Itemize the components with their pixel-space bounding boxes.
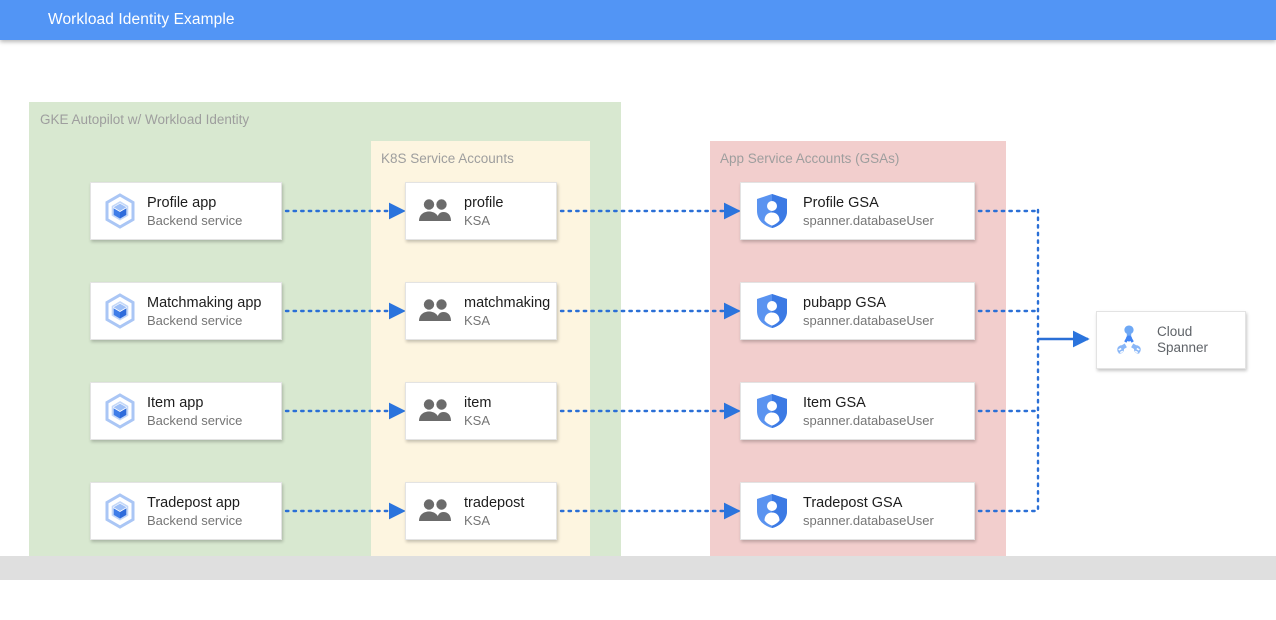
card-title: Item app — [147, 394, 204, 411]
card-app-profile-text: Profile app Backend service — [147, 194, 242, 229]
card-title-line2: Spanner — [1157, 340, 1209, 355]
page-title: Workload Identity Example — [48, 11, 235, 28]
shield-person-icon — [753, 292, 791, 330]
card-ksa-matchmaking[interactable]: matchmaking KSA — [405, 282, 557, 340]
card-app-matchmaking-text: Matchmaking app Backend service — [147, 294, 261, 329]
card-subtitle: KSA — [464, 512, 491, 528]
card-gsa-item-text: Item GSA spanner.databaseUser — [803, 394, 934, 429]
people-icon — [416, 492, 454, 530]
card-subtitle: Backend service — [147, 312, 243, 328]
card-subtitle: spanner.databaseUser — [803, 312, 934, 328]
card-cloud-spanner[interactable]: Cloud Spanner — [1096, 311, 1246, 369]
cloud-spanner-icon — [1109, 320, 1149, 360]
card-ksa-matchmaking-text: matchmaking KSA — [464, 294, 550, 329]
group-app-service-accounts-label: App Service Accounts (GSAs) — [720, 151, 900, 166]
diagram-canvas: GKE Autopilot w/ Workload Identity K8S S… — [0, 40, 1276, 578]
group-gke-autopilot-label: GKE Autopilot w/ Workload Identity — [40, 112, 250, 127]
card-title: item — [464, 394, 492, 411]
card-subtitle: KSA — [464, 412, 491, 428]
people-icon — [416, 392, 454, 430]
card-cloud-spanner-text: Cloud Spanner — [1157, 324, 1208, 356]
card-gsa-item[interactable]: Item GSA spanner.databaseUser — [740, 382, 975, 440]
card-ksa-profile-text: profile KSA — [464, 194, 504, 229]
gke-cube-icon — [99, 390, 141, 432]
card-gsa-tradepost[interactable]: Tradepost GSA spanner.databaseUser — [740, 482, 975, 540]
card-title: Matchmaking app — [147, 294, 262, 311]
card-title: Item GSA — [803, 394, 866, 411]
card-gsa-profile-text: Profile GSA spanner.databaseUser — [803, 194, 934, 229]
card-subtitle: KSA — [464, 312, 491, 328]
card-title: Profile app — [147, 194, 217, 211]
card-title: matchmaking — [464, 294, 551, 311]
card-title: tradepost — [464, 494, 525, 511]
footer-bar — [0, 556, 1276, 580]
card-subtitle: Backend service — [147, 412, 243, 428]
card-app-tradepost[interactable]: Tradepost app Backend service — [90, 482, 282, 540]
shield-person-icon — [753, 192, 791, 230]
card-app-tradepost-text: Tradepost app Backend service — [147, 494, 242, 529]
card-subtitle: spanner.databaseUser — [803, 412, 934, 428]
card-gsa-tradepost-text: Tradepost GSA spanner.databaseUser — [803, 494, 934, 529]
card-subtitle: Backend service — [147, 212, 243, 228]
card-ksa-profile[interactable]: profile KSA — [405, 182, 557, 240]
card-app-item-text: Item app Backend service — [147, 394, 242, 429]
card-gsa-pubapp[interactable]: pubapp GSA spanner.databaseUser — [740, 282, 975, 340]
card-app-profile[interactable]: Profile app Backend service — [90, 182, 282, 240]
card-subtitle: KSA — [464, 212, 491, 228]
card-title-line1: Cloud — [1157, 324, 1193, 339]
gke-cube-icon — [99, 290, 141, 332]
card-app-matchmaking[interactable]: Matchmaking app Backend service — [90, 282, 282, 340]
people-icon — [416, 192, 454, 230]
gke-cube-icon — [99, 490, 141, 532]
shield-person-icon — [753, 392, 791, 430]
app-header-bar: Workload Identity Example — [0, 0, 1276, 40]
card-gsa-profile[interactable]: Profile GSA spanner.databaseUser — [740, 182, 975, 240]
card-subtitle: spanner.databaseUser — [803, 512, 934, 528]
card-title: Profile GSA — [803, 194, 879, 211]
card-ksa-tradepost-text: tradepost KSA — [464, 494, 524, 529]
gke-cube-icon — [99, 190, 141, 232]
card-title: Tradepost GSA — [803, 494, 903, 511]
group-k8s-service-accounts-label: K8S Service Accounts — [381, 151, 514, 166]
card-title: pubapp GSA — [803, 294, 887, 311]
shield-person-icon — [753, 492, 791, 530]
card-app-item[interactable]: Item app Backend service — [90, 382, 282, 440]
card-title: profile — [464, 194, 504, 211]
card-ksa-tradepost[interactable]: tradepost KSA — [405, 482, 557, 540]
card-title: Tradepost app — [147, 494, 240, 511]
card-ksa-item-text: item KSA — [464, 394, 491, 429]
card-subtitle: Backend service — [147, 512, 243, 528]
card-ksa-item[interactable]: item KSA — [405, 382, 557, 440]
card-gsa-pubapp-text: pubapp GSA spanner.databaseUser — [803, 294, 934, 329]
card-subtitle: spanner.databaseUser — [803, 212, 934, 228]
people-icon — [416, 292, 454, 330]
